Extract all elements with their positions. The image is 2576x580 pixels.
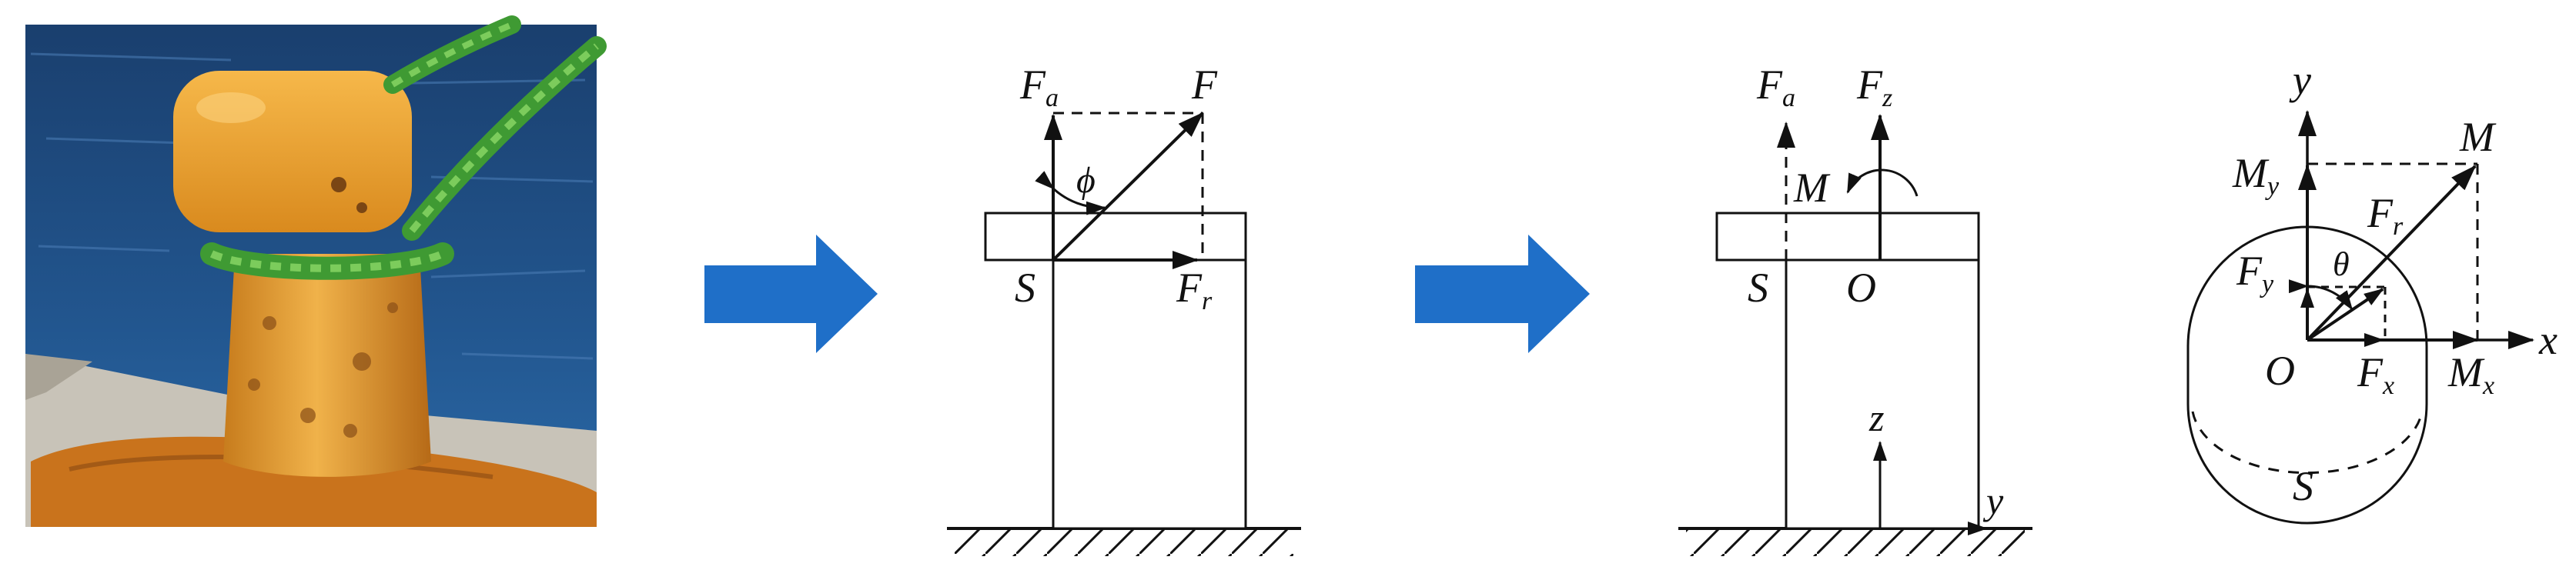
post-body [1052, 258, 1247, 530]
label-theta: θ [2333, 245, 2350, 283]
side-view-resolved-panel [1678, 114, 2032, 556]
label-fa: F [1019, 62, 1046, 108]
label-fr-sub: r [2393, 212, 2404, 241]
label-z: z [1868, 396, 1884, 439]
svg-text:Fy: Fy [2236, 248, 2274, 298]
svg-text:Mx: Mx [2447, 349, 2494, 400]
svg-text:Fr: Fr [1176, 265, 1213, 315]
label-fz-sub: z [1882, 84, 1892, 112]
svg-text:Fx: Fx [2357, 349, 2394, 400]
label-y: y [2289, 57, 2311, 103]
moment-m-arrow [2306, 165, 2477, 342]
ground-hatch [1686, 528, 2025, 556]
label-mx-sub: x [2482, 372, 2494, 400]
svg-text:My: My [2232, 150, 2280, 201]
label-fa-sub: a [1045, 84, 1059, 112]
post-hidden-outline [2191, 411, 2424, 475]
label-o: O [1846, 265, 1876, 311]
svg-text:Fa: Fa [1756, 62, 1795, 112]
angle-theta-arc [2288, 279, 2354, 311]
post-body [1785, 258, 1980, 530]
ground-hatch [955, 528, 1293, 556]
label-my: M [2232, 150, 2270, 196]
label-phi: ϕ [1076, 160, 1096, 201]
label-fz: F [1856, 62, 1883, 108]
label-m: M [2459, 114, 2497, 160]
bollard-photo [25, 15, 607, 527]
label-f: F [1191, 62, 1218, 108]
label-s: S [1748, 265, 1768, 311]
label-my-sub: y [2265, 172, 2280, 201]
force-fr-arrow [2306, 288, 2384, 342]
svg-text:Fr: Fr [2367, 190, 2404, 241]
moment-m-arc [1846, 168, 1919, 197]
force-f-arrow [1052, 112, 1204, 262]
label-fa-sub: a [1782, 84, 1795, 112]
cap-plate [984, 212, 1247, 262]
label-x: x [2538, 317, 2558, 363]
label-y: y [1982, 479, 2004, 522]
top-view-panel [2186, 110, 2534, 525]
svg-text:Fz: Fz [1856, 62, 1892, 112]
flow-arrow-2 [1415, 235, 1590, 353]
label-mx: M [2447, 349, 2485, 395]
top-view-labels: y M My Fr Fy θ O Fx Mx x S [2232, 57, 2558, 509]
side-view-force-labels: Fa F ϕ S Fr [1015, 62, 1218, 315]
label-fy: F [2236, 248, 2263, 294]
side-view-force-panel [947, 112, 1301, 556]
side-view-resolved-labels: Fa Fz M S O z y [1748, 62, 2004, 522]
label-m: M [1793, 165, 1831, 211]
label-fx-sub: x [2382, 372, 2394, 400]
label-o: O [2265, 348, 2295, 394]
label-fy-sub: y [2260, 270, 2274, 298]
label-s: S [1015, 265, 1035, 311]
label-fx: F [2357, 349, 2384, 395]
label-fa: F [1756, 62, 1783, 108]
flow-arrow-1 [704, 235, 878, 353]
svg-text:Fa: Fa [1019, 62, 1059, 112]
label-fr: F [1176, 265, 1203, 311]
label-fr-sub: r [1202, 287, 1213, 315]
angle-phi-arc [1035, 171, 1106, 215]
label-fr: F [2367, 190, 2394, 236]
cap-plate [1715, 212, 1980, 262]
label-s: S [2293, 463, 2313, 509]
